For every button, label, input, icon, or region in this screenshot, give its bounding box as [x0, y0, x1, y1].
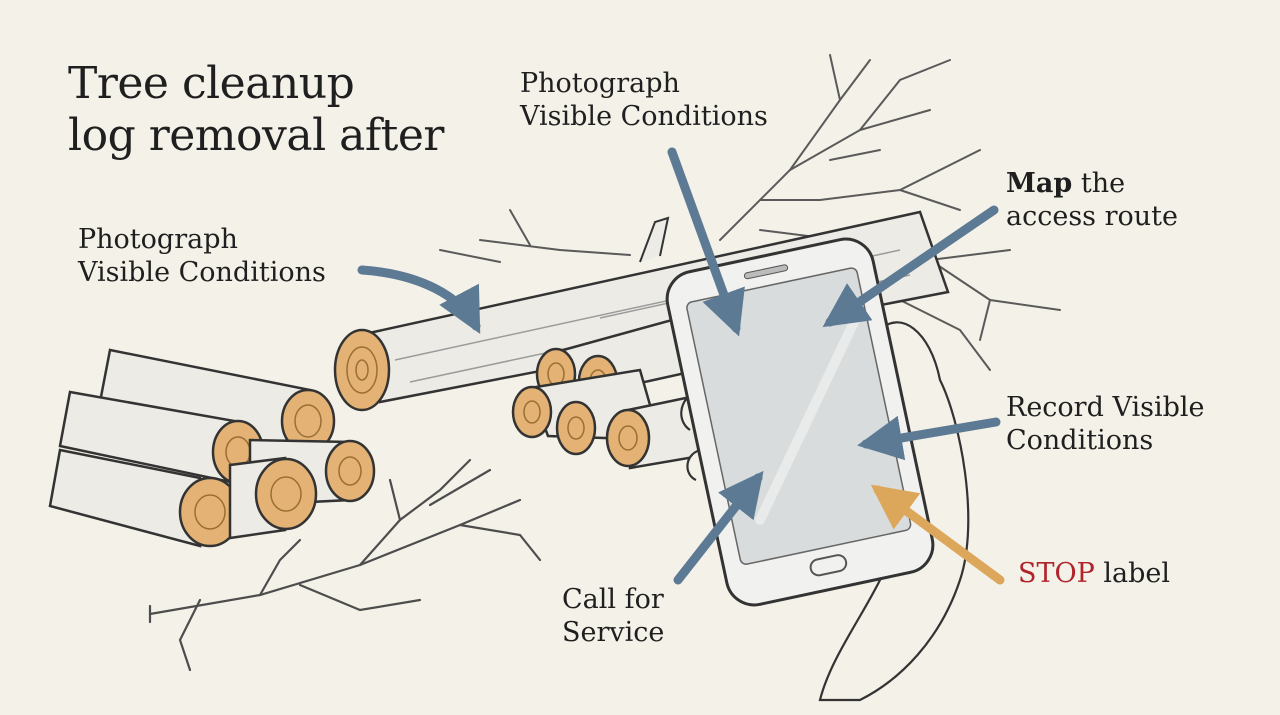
label-map-route-line-1: Map the [1006, 168, 1178, 201]
label-record-conditions-line-2: Conditions [1006, 424, 1154, 456]
label-map-route: Map the access route [1006, 168, 1178, 234]
label-photograph-left-line-1: Photograph [78, 224, 238, 255]
foreground-branch [148, 458, 542, 672]
label-record-conditions-line-1: Record Visible [1006, 392, 1205, 423]
label-call-service-line-2: Service [562, 616, 665, 648]
branch-icon [439, 54, 1061, 371]
log-pile-icon [48, 348, 376, 548]
arrow-map-route [822, 205, 999, 328]
stop-word: STOP [1018, 558, 1095, 589]
arrow-photograph-top [667, 147, 745, 337]
arrows [357, 147, 1005, 585]
label-map-route-line-2: access route [1006, 200, 1178, 232]
arrow-stop-label [870, 484, 1005, 585]
label-photograph-left: Photograph Visible Conditions [78, 224, 326, 290]
title-line-2: log removal after [68, 109, 444, 161]
label-call-service: Call for Service [562, 584, 664, 650]
label-photograph-left-line-2: Visible Conditions [78, 256, 326, 288]
label-stop: STOP label [1018, 558, 1170, 591]
label-photograph-top-line-2: Visible Conditions [520, 100, 768, 132]
page-title: Tree cleanup log removal after [68, 58, 444, 162]
arrow-call-service [673, 470, 764, 585]
label-photograph-top: Photograph Visible Conditions [520, 68, 768, 134]
label-call-service-line-1: Call for [562, 584, 664, 615]
stop-label-rest: label [1094, 558, 1171, 589]
arrow-record-conditions [857, 415, 1001, 461]
arrow-photograph-left [357, 265, 481, 334]
title-line-1: Tree cleanup [68, 58, 355, 109]
label-map-route-bold: Map [1006, 168, 1073, 199]
label-record-conditions: Record Visible Conditions [1006, 392, 1205, 458]
label-map-route-rest: the [1072, 168, 1126, 199]
label-photograph-top-line-1: Photograph [520, 68, 680, 99]
